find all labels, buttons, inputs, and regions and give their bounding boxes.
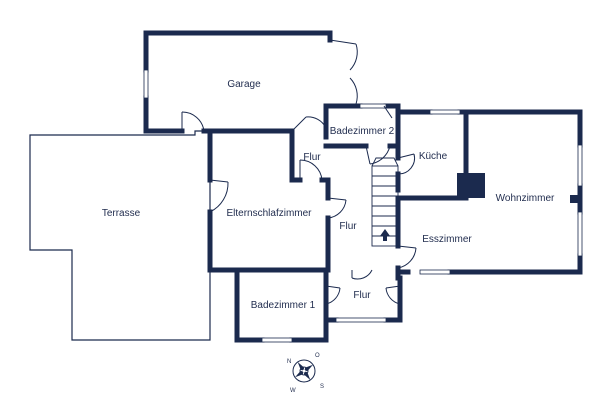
room-label-garage: Garage [227, 79, 261, 90]
wall-stub [570, 195, 582, 203]
terrasse-outline [29, 130, 211, 341]
room-label-flur-top: Flur [303, 152, 321, 163]
compass-rose-icon [292, 359, 316, 383]
room-label-elternschlafzimmer: Elternschlafzimmer [226, 208, 312, 219]
compass-letter-o: O [315, 353, 320, 359]
chimney [457, 173, 485, 198]
room-label-badezimmer-2: Badezimmer 2 [330, 126, 395, 137]
compass-letter-n: N [287, 359, 291, 365]
walls [143, 30, 583, 343]
room-label-esszimmer: Esszimmer [422, 234, 472, 245]
doors [181, 39, 417, 305]
stair-up-arrow-icon [380, 229, 390, 241]
room-label-badezimmer-1: Badezimmer 1 [251, 300, 316, 311]
windows [143, 69, 583, 343]
room-label-flur-mid: Flur [339, 221, 357, 232]
compass-letter-s: S [320, 384, 324, 390]
room-label-flur-bottom: Flur [353, 290, 371, 301]
room-label-kueche: Küche [419, 151, 448, 162]
room-label-terrasse: Terrasse [102, 208, 141, 219]
compass-letter-w: W [290, 388, 296, 394]
room-label-wohnzimmer: Wohnzimmer [496, 193, 555, 204]
